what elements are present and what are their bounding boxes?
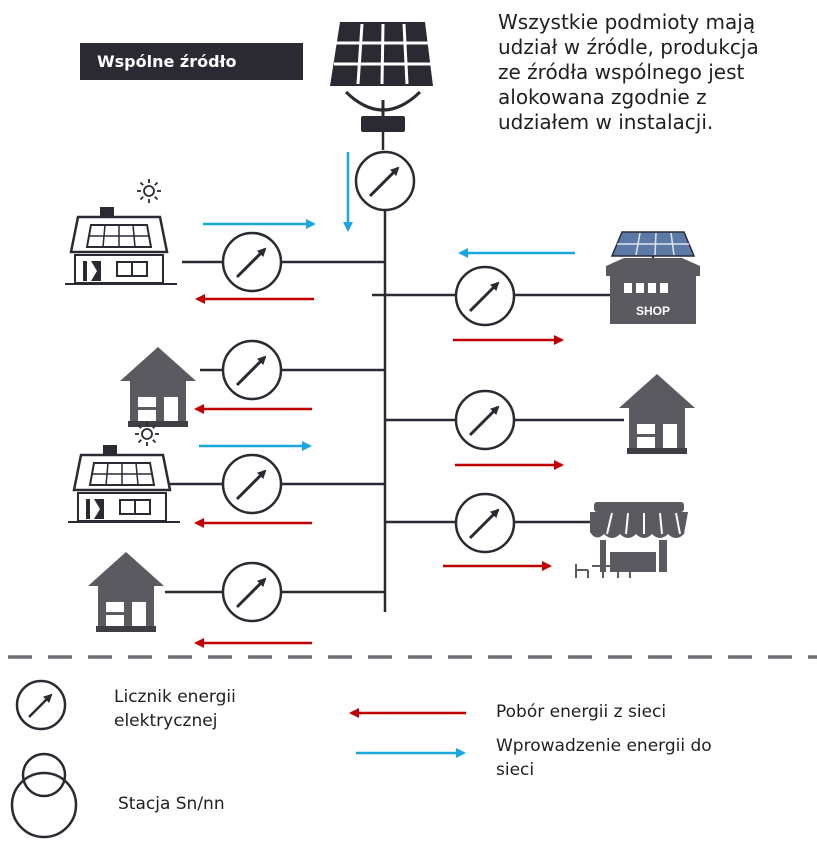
meter-icon [223,563,281,621]
legend-station-icon [10,752,78,839]
meter-icon [223,455,281,513]
meter-icon [223,233,281,291]
cafe-icon [575,502,688,578]
prosumer-house-icon [66,443,182,525]
meter-icon-source [356,152,414,210]
house-icon [88,552,164,632]
legend-injection-label: Wprowadzenie energii do sieci [496,736,712,780]
sun-icon [136,178,162,204]
meter-icon [223,341,281,399]
meter-icon [456,391,514,449]
meter-icon [456,267,514,325]
legend-station-label: Stacja Sn/nn [118,794,225,814]
legend-meter-label: Licznik energii elektrycznej [114,687,236,731]
house-icon [120,347,196,427]
shop-icon: SHOP [606,231,700,324]
shop-sign: SHOP [636,304,670,318]
description-text: Wszystkie podmioty mają udział w źródle,… [498,10,759,134]
legend-consumption-label: Pobór energii z sieci [496,702,667,722]
shared-solar-panel-icon [330,22,433,150]
shared-source-label: Wspólne źródło [80,43,303,80]
meter-icon [456,494,514,552]
prosumer-house-icon [63,205,179,287]
sun-icon [134,421,160,447]
legend-meter-icon [15,679,67,731]
house-icon [619,374,695,454]
